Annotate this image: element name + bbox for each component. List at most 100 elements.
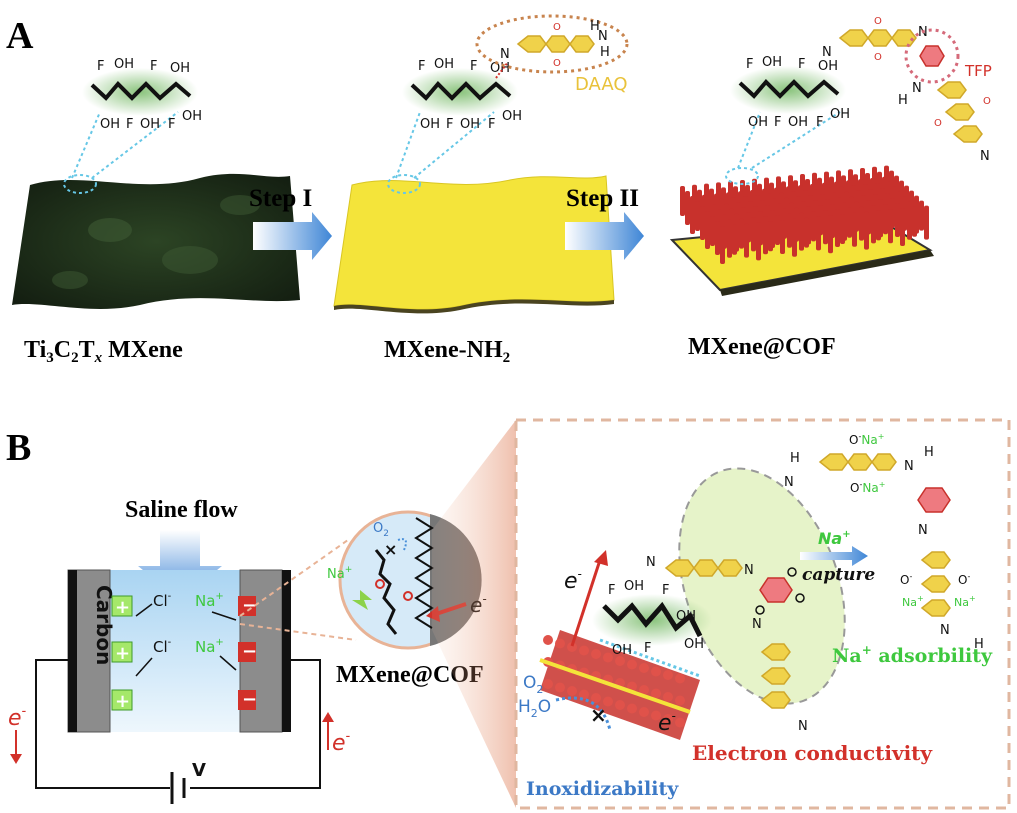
cof-rod (680, 186, 685, 216)
cof-rod (883, 204, 888, 235)
cof-rod (715, 221, 720, 255)
zoom-line (413, 111, 495, 179)
cof-rod-end (651, 710, 661, 721)
cof-rod (685, 191, 690, 225)
svg-text:OH: OH (748, 115, 768, 130)
zoom-circle-2 (387, 174, 421, 194)
cof-rod (823, 210, 828, 245)
blocked-mark: × (590, 703, 607, 727)
cof-rod (751, 217, 756, 252)
svg-text:O-Na+: O-Na+ (850, 480, 885, 495)
cof-rod (864, 211, 869, 250)
mxene-chain-detail: F OH F OH OH F OH (592, 579, 712, 658)
electron-label-right: e- (332, 729, 351, 756)
caption-mxene-cof: MXene@COF (688, 334, 836, 360)
capture-label: capture (802, 565, 875, 585)
cof-rod-end (543, 635, 553, 645)
svg-text:H: H (974, 637, 984, 652)
mxene-cof-molecule: F OH F OH OH F OH F OH (730, 55, 850, 130)
svg-text:N: N (822, 45, 832, 60)
blocked-path (555, 696, 612, 731)
svg-text:F: F (470, 59, 477, 74)
svg-text:OH: OH (762, 55, 782, 70)
step-1-label: Step I (249, 185, 312, 212)
sodium-ion-label: Na+ (195, 637, 224, 656)
cof-rod (775, 215, 780, 245)
cof-rod (799, 212, 804, 251)
cof-rod-end (579, 645, 589, 656)
cof-rod (720, 226, 725, 264)
daaq-molecule: O O N N H H (475, 14, 629, 74)
zoom-circle-1 (63, 174, 97, 194)
svg-text:OH: OH (818, 59, 838, 74)
svg-text:F: F (816, 115, 823, 130)
external-circuit (35, 659, 321, 804)
box-electron-label: e- (564, 567, 582, 594)
caption-ti3c2tx: Ti3C2Tx MXene (24, 337, 183, 366)
cof-rod-end (651, 688, 661, 699)
svg-text:O-Na+: O-Na+ (849, 432, 884, 447)
svg-text:OH: OH (100, 117, 120, 132)
svg-text:O-: O- (958, 572, 970, 587)
svg-text:OH: OH (676, 609, 696, 624)
cof-rods (680, 165, 929, 264)
svg-text:OH: OH (624, 579, 644, 594)
svg-text:OH: OH (788, 115, 808, 130)
cof-rod-end (663, 692, 673, 702)
saline-flow-label: Saline flow (125, 497, 238, 523)
capture-sodium-label: Na+ (818, 529, 851, 548)
box-water-label: H2O (518, 697, 551, 720)
cof-rod (871, 205, 876, 244)
rod-bundle (539, 630, 701, 740)
cof-rod-end (639, 707, 649, 717)
electron-label-left: e- (8, 704, 27, 731)
electron-conductivity-label: Electron conductivity (692, 741, 933, 765)
cof-rod (924, 205, 929, 240)
cof-rod-end (567, 642, 577, 652)
svg-text:OH: OH (420, 117, 440, 132)
mxene-surface-molecule: F OH F OH OH F OH F OH (82, 57, 202, 132)
svg-text:OH: OH (170, 61, 190, 76)
cof-rod-end (555, 682, 565, 693)
svg-text:N: N (744, 563, 754, 578)
svg-text:F: F (168, 117, 175, 132)
sodium-ion-label: Na+ (195, 591, 224, 610)
daaq-label: DAAQ (575, 74, 628, 95)
box-electron-label-2: e- (658, 709, 676, 736)
inoxidizability-label: Inoxidizability (526, 778, 679, 800)
chloride-ion-label: Cl- (153, 637, 172, 656)
svg-text:+: + (115, 643, 130, 664)
electron-arrowhead (322, 712, 334, 722)
svg-text:N: N (500, 47, 510, 62)
cof-rod-end (591, 693, 601, 703)
chloride-ion-label: Cl- (153, 591, 172, 610)
cof-rod-end (675, 695, 685, 706)
svg-text:H: H (898, 93, 908, 108)
inset-sodium-label: Na+ (327, 565, 352, 582)
cof-rod-end (543, 679, 553, 689)
zoom-line (91, 111, 179, 179)
panel-b-letter: B (6, 427, 31, 469)
tfp-label: TFP (964, 62, 992, 80)
cof-rod-end (591, 649, 601, 659)
cof-rod (811, 211, 816, 242)
cof-rod (804, 217, 809, 248)
ion-arrow (211, 611, 237, 621)
electron-arrowhead (594, 550, 608, 566)
svg-text:H: H (590, 19, 600, 34)
cof-rod (780, 220, 785, 254)
cof-rod (739, 218, 744, 249)
step-2-label: Step II (566, 185, 639, 212)
svg-text:N: N (918, 523, 928, 538)
svg-text:N: N (784, 475, 794, 490)
svg-text:F: F (150, 59, 157, 74)
caption-mxene-nh2: MXene-NH2 (384, 337, 510, 366)
zoom-line (737, 111, 761, 169)
svg-text:F: F (488, 117, 495, 132)
zoom-wedge (432, 420, 516, 808)
svg-text:F: F (774, 115, 781, 130)
cof-rod-end (675, 717, 685, 728)
capture-arrow (800, 546, 868, 566)
